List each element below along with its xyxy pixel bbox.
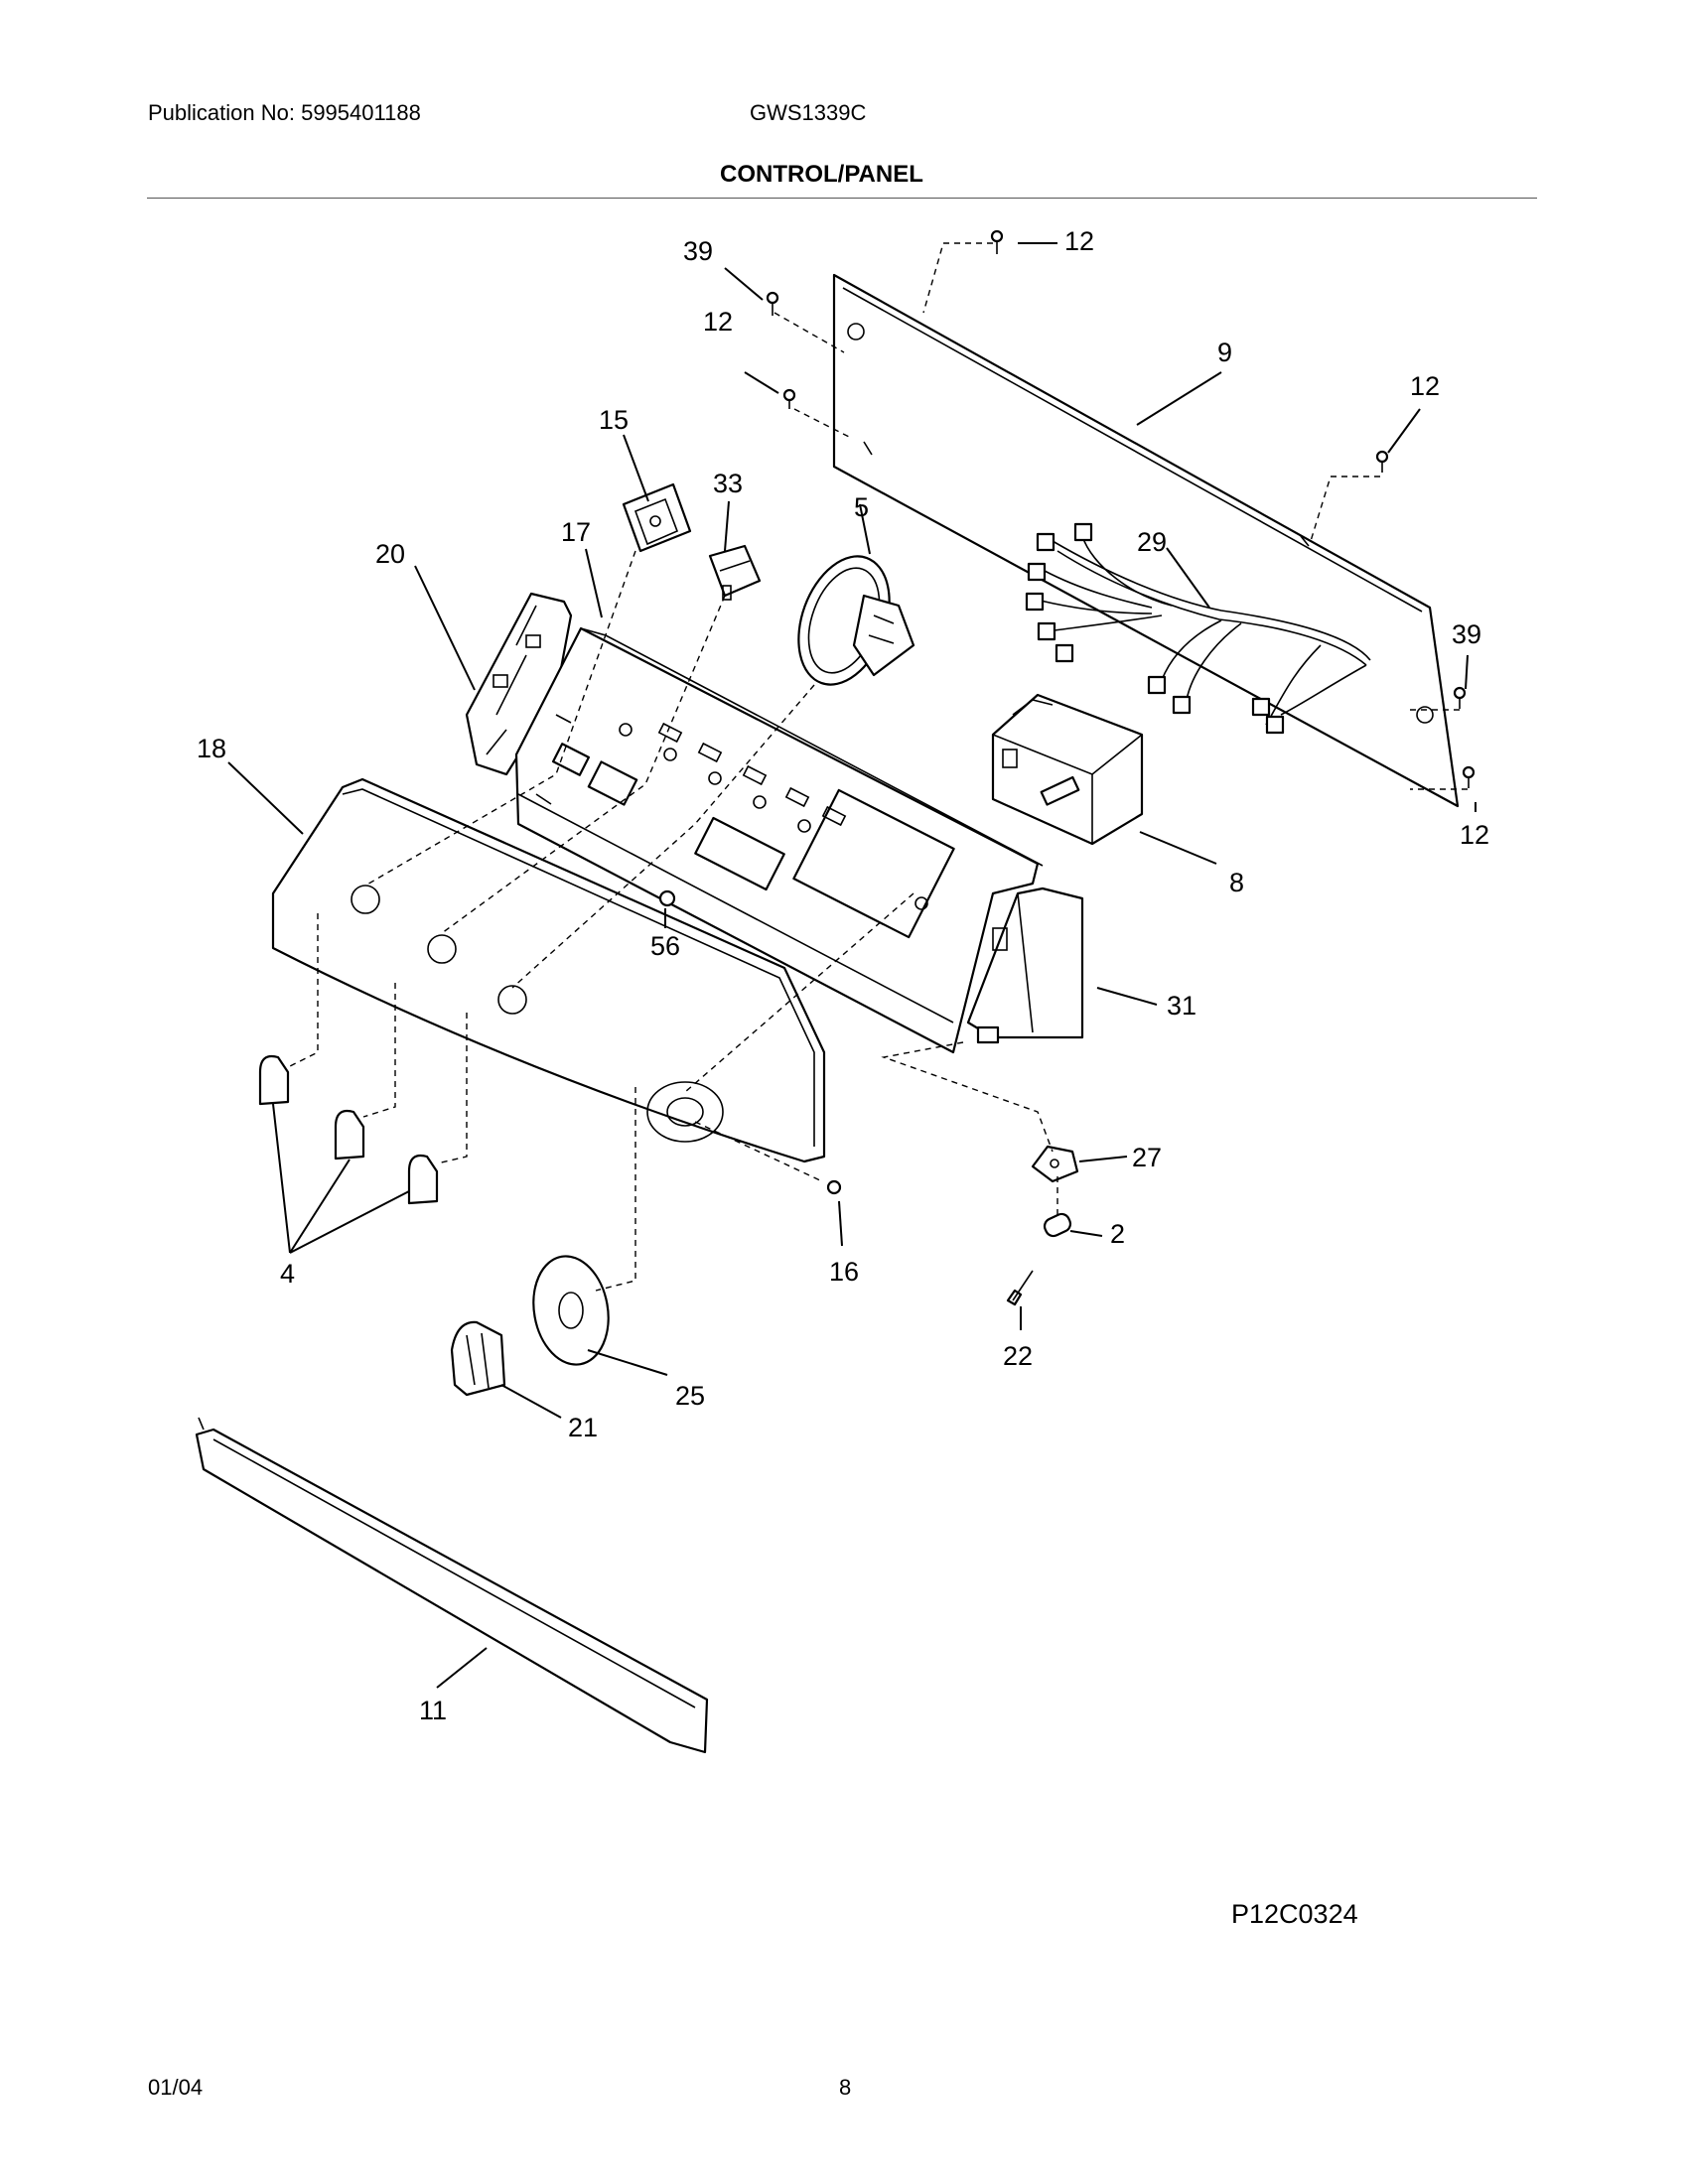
model-number: GWS1339C <box>750 100 867 125</box>
callout-12-top: 12 <box>1064 226 1094 256</box>
footer-date: 01/04 <box>148 2075 204 2100</box>
callout-2: 2 <box>1110 1219 1125 1249</box>
callout-27: 27 <box>1132 1143 1162 1172</box>
callout-31: 31 <box>1167 991 1196 1021</box>
part-2-bushing <box>1043 1212 1072 1238</box>
callout-9: 9 <box>1217 338 1232 367</box>
header-rule <box>147 198 1537 199</box>
publication-number: Publication No: 5995401188 <box>148 100 421 125</box>
part-21-timer-knob <box>450 1320 506 1397</box>
callout-16: 16 <box>829 1257 859 1287</box>
part-29-wire-harness <box>1025 522 1371 735</box>
callout-39-upper: 39 <box>683 236 713 266</box>
callout-56: 56 <box>650 931 680 961</box>
callout-25: 25 <box>675 1381 705 1411</box>
part-8-switch-housing <box>991 693 1144 846</box>
part-15-module <box>622 482 692 553</box>
callout-5: 5 <box>854 492 869 522</box>
screws <box>658 229 1476 1195</box>
callout-leaders <box>227 242 1477 1689</box>
part-5-timer <box>797 555 915 686</box>
part-17-control-console <box>514 626 1044 1054</box>
part-11-trim-strip <box>195 1417 709 1754</box>
callout-18: 18 <box>197 734 226 763</box>
callout-12-left: 12 <box>703 307 733 337</box>
assembly-dashed-lines <box>287 242 1468 1292</box>
callout-17: 17 <box>561 517 591 547</box>
part-22-screw <box>1006 1270 1034 1306</box>
page-title: CONTROL/PANEL <box>720 161 923 188</box>
callout-20: 20 <box>375 539 405 569</box>
callout-labels: 39 12 12 9 12 15 33 5 17 29 39 20 18 8 1… <box>197 226 1489 1725</box>
callout-21: 21 <box>568 1413 598 1442</box>
part-20-left-end-cap <box>465 592 573 776</box>
callout-39-lower: 39 <box>1452 619 1481 649</box>
callout-8: 8 <box>1229 868 1244 897</box>
part-18-panel-overlay <box>271 777 826 1163</box>
part-27-bracket <box>1031 1145 1079 1183</box>
part-31-right-end-cap <box>966 887 1084 1044</box>
part-4-knobs <box>258 1054 439 1205</box>
callout-15: 15 <box>599 405 629 435</box>
part-25-dial <box>532 1255 610 1366</box>
callout-29: 29 <box>1137 527 1167 557</box>
callout-33: 33 <box>713 469 743 498</box>
figure-code: P12C0324 <box>1231 1899 1358 1929</box>
callout-12-right: 12 <box>1410 371 1440 401</box>
callout-4: 4 <box>280 1259 295 1289</box>
callout-22: 22 <box>1003 1341 1033 1371</box>
callout-11: 11 <box>419 1696 447 1725</box>
part-9-rear-panel <box>832 273 1460 808</box>
callout-12-lower-right: 12 <box>1460 820 1489 850</box>
page-number: 8 <box>839 2075 852 2100</box>
part-33-relay <box>708 544 762 601</box>
